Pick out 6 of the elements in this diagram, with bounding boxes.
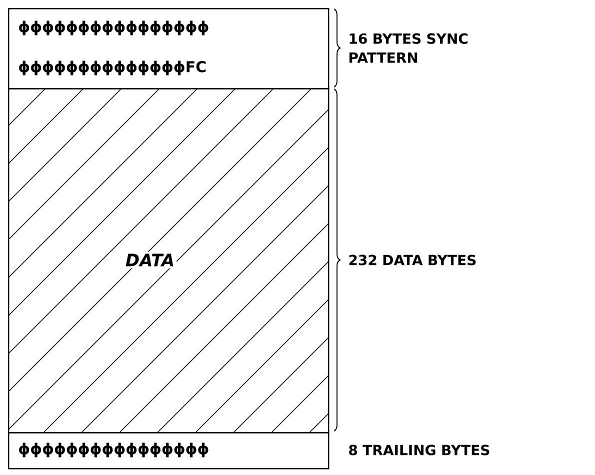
field-size-label: 232 DATA BYTES bbox=[349, 254, 476, 266]
field-box: DATA bbox=[8, 88, 330, 434]
field-size-label: 16 BYTES SYNC PATTERN bbox=[350, 33, 468, 63]
field-box: ϕϕϕϕϕϕϕϕϕϕϕϕϕϕϕϕ ϕϕϕϕϕϕϕϕϕϕϕϕϕϕFC bbox=[8, 8, 330, 90]
field-size-label: 8 TRAILING BYTES bbox=[349, 444, 490, 456]
field-box: ϕϕϕϕϕϕϕϕϕϕϕϕϕϕϕϕ bbox=[8, 432, 330, 470]
